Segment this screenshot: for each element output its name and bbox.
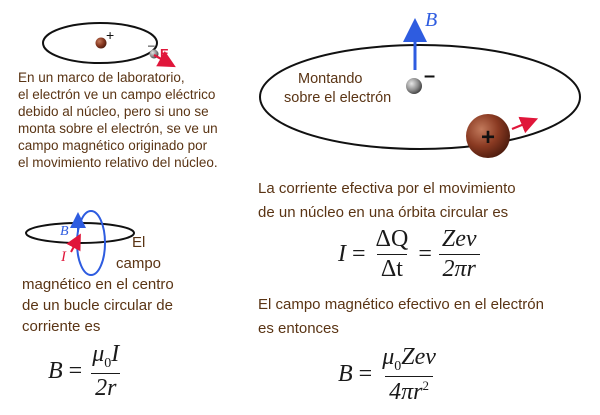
electric-field-label: E — [160, 46, 169, 61]
effective-field-equation: B = μ0Zev 4πr2 — [338, 344, 440, 406]
caption-line: campo magnético originado por — [18, 138, 208, 153]
description-line: El campo magnético efectivo en el electr… — [258, 296, 544, 313]
mu-symbol: μ — [382, 344, 395, 370]
fraction-numerator: Zev — [441, 226, 477, 252]
eq-equals: = — [418, 241, 432, 267]
nucleus-velocity-arrow — [511, 116, 539, 134]
eq-equals: = — [358, 361, 373, 388]
description-line: de un núcleo en una órbita circular es — [258, 204, 509, 221]
riding-line-1: Montando — [298, 71, 363, 87]
caption-line: monta sobre el electrón, se ve un — [18, 121, 218, 136]
caption-line: En un marco de laboratorio, — [18, 70, 185, 85]
loop-line: de un bucle circular de — [22, 297, 173, 314]
electron-minus: – — [424, 65, 435, 87]
small-electron-minus: – — [148, 38, 155, 52]
loop-line: El — [132, 234, 146, 251]
riding-line-2: sobre el electrón — [284, 90, 392, 106]
nucleus — [466, 114, 510, 158]
caption-line: el movimiento relativo del núcleo. — [18, 155, 218, 170]
electron-frame-orbit-diagram: B – + — [259, 9, 581, 158]
caption-line: el electrón ve un campo eléctrico — [18, 87, 216, 102]
current-loop-diagram: B I — [25, 210, 135, 276]
current-description: La corriente efectiva por el movimiento … — [258, 177, 516, 225]
fraction-numerator: μ0I — [88, 341, 123, 373]
denominator-exponent: 2 — [422, 377, 430, 393]
current-equation: I = ΔQ Δt = Zev 2πr — [338, 226, 481, 283]
loop-line: campo — [116, 255, 162, 272]
caption-line: debido al núcleo, pero si uno se — [18, 104, 209, 119]
small-nucleus — [95, 37, 107, 49]
eq-lhs: B — [48, 357, 63, 384]
riding-caption: Montando sobre el electrón — [284, 70, 391, 108]
nucleus-plus: + — [481, 124, 495, 151]
magnetic-field-label: B — [425, 9, 437, 31]
large-orbit-ellipse — [259, 44, 581, 150]
mu-subscript: 0 — [394, 358, 402, 374]
loop-line: corriente es — [22, 318, 101, 335]
fraction-denominator: 2πr — [438, 254, 480, 283]
fraction-loop: μ0I 2r — [88, 341, 123, 402]
small-orbit-ellipse — [42, 22, 158, 64]
eq-equals: = — [68, 357, 83, 384]
eq-lhs: B — [338, 361, 353, 388]
fraction-zev: Zev 2πr — [438, 226, 481, 283]
description-line: es entonces — [258, 320, 339, 337]
fraction-denominator: 2r — [91, 372, 121, 402]
mu-symbol: μ — [92, 341, 105, 367]
fraction-delta: ΔQ Δt — [372, 226, 413, 283]
loop-field-label: B — [60, 224, 69, 239]
loop-description: El campo magnético en el centro de un bu… — [22, 232, 174, 337]
mu-subscript: 0 — [104, 355, 112, 371]
small-nucleus-plus: + — [106, 27, 114, 43]
fraction-effective: μ0Zev 4πr2 — [378, 344, 440, 406]
numerator-rest: I — [111, 341, 120, 367]
loop-equation: B = μ0I 2r — [48, 341, 123, 402]
eq-lhs: I — [338, 241, 346, 267]
lab-frame-orbit-diagram: + – E — [42, 22, 176, 68]
field-description: El campo magnético efectivo en el electr… — [258, 293, 544, 341]
electron — [406, 78, 422, 94]
fraction-numerator: ΔQ — [375, 226, 409, 252]
lab-frame-caption: En un marco de laboratorio, el electrón … — [18, 69, 258, 171]
denominator-main: 4πr — [389, 378, 423, 405]
numerator-rest: Zev — [401, 344, 436, 370]
loop-line: magnético en el centro — [22, 276, 174, 293]
fraction-numerator: μ0Zev — [378, 344, 440, 376]
eq-equals: = — [352, 241, 366, 267]
electric-field-arrow — [153, 50, 176, 68]
description-line: La corriente efectiva por el movimiento — [258, 180, 516, 197]
loop-current-arrow — [66, 233, 81, 253]
fraction-denominator: 4πr2 — [385, 375, 433, 406]
loop-current-label: I — [60, 249, 67, 265]
fraction-denominator: Δt — [376, 254, 407, 283]
